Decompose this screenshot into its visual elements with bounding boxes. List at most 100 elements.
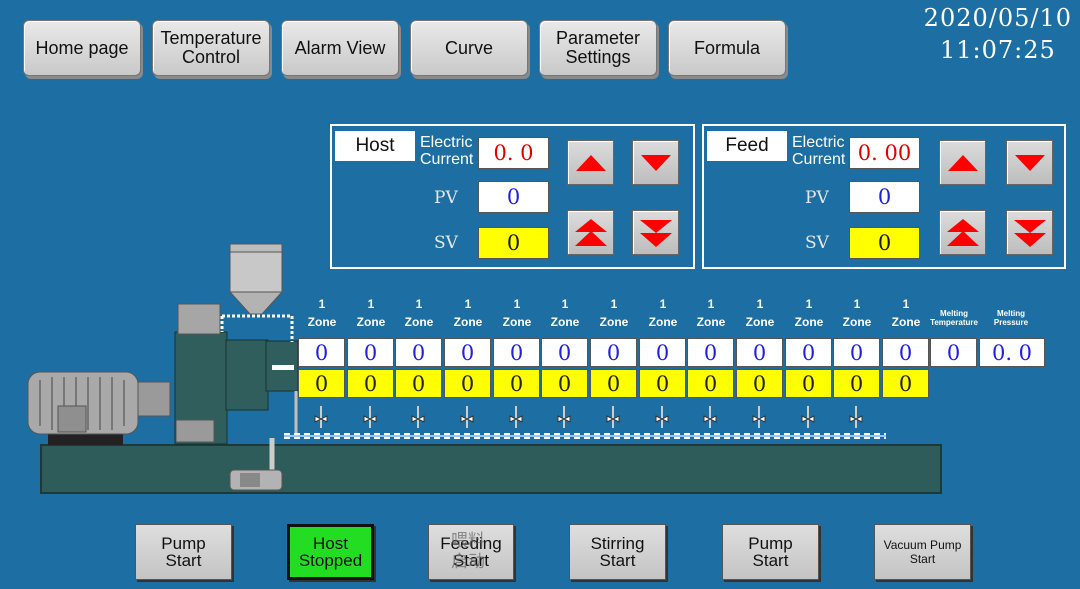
host-panel-tag: Host [335,131,415,161]
arrow-down-icon [1014,154,1045,171]
double-arrow-up-icon [946,218,979,246]
gearbox-icon [174,303,269,445]
zone-sv-value[interactable]: 0 [444,369,491,398]
datetime-display: 2020/05/10 11:07:25 [924,2,1072,66]
feed-sv-value[interactable]: 0 [849,227,920,259]
feed-pv-value: 0 [849,181,920,213]
zone-sv-value[interactable]: 0 [347,369,394,398]
zone-pv-value: 0 [882,338,929,367]
melting-pressure-value: 0. 0 [979,338,1045,367]
nav-formula-button[interactable]: Formula [668,20,786,76]
zone-pv-value: 0 [395,338,442,367]
feeding-start-overlay-label: 喂料 启动 [451,531,485,571]
valve-icon [752,406,766,428]
melting-temperature-label: Melting Temperature [930,309,978,327]
valve-icon [557,406,571,428]
zone-pv-value: 0 [444,338,491,367]
machine-base [40,444,942,494]
zone-sv-value[interactable]: 0 [541,369,588,398]
host-current-label: Electric Current [420,134,474,168]
valve-icon [703,406,717,428]
nav-parameter-settings-button[interactable]: Parameter Settings [539,20,657,76]
date-text: 2020/05/10 [923,4,1072,32]
host-sv-value[interactable]: 0 [478,227,549,259]
feed-sv-label: SV [805,233,829,253]
zone-sv-value[interactable]: 0 [833,369,880,398]
feed-fast-decrease-button[interactable] [1006,210,1053,255]
nav-home-button[interactable]: Home page [23,20,141,76]
feed-increase-button[interactable] [939,140,986,185]
feed-current-label: Electric Current [792,134,846,168]
nav-temperature-control-button[interactable]: Temperature Control [152,20,270,76]
zone-sv-value[interactable]: 0 [298,369,345,398]
double-arrow-down-icon [1013,219,1046,247]
valve-icon [801,406,815,428]
motor-icon [27,371,171,445]
host-fast-decrease-button[interactable] [632,210,679,255]
zone-pv-value: 0 [687,338,734,367]
valve-icon [655,406,669,428]
arrow-up-icon [575,154,606,171]
zone-sv-value[interactable]: 0 [395,369,442,398]
vacuum-pump-start-button[interactable]: Vacuum Pump Start [874,524,971,580]
extruder-machine-illustration [27,243,942,494]
zone-pv-value: 0 [541,338,588,367]
double-arrow-down-icon [639,219,672,247]
feed-decrease-button[interactable] [1006,140,1053,185]
zone-pv-value: 0 [590,338,637,367]
zone-pv-value: 0 [639,338,686,367]
pump2-start-button[interactable]: Pump Start [722,524,819,580]
zone-sv-value[interactable]: 0 [493,369,540,398]
valve-icon [509,406,523,428]
valve-icon [411,406,425,428]
valve-icon [849,406,863,428]
double-arrow-up-icon [574,218,607,246]
stirring-start-button[interactable]: Stirring Start [569,524,666,580]
host-current-value: 0. 0 [478,137,549,169]
host-pv-value: 0 [478,181,549,213]
zone-pv-value: 0 [493,338,540,367]
host-stopped-button[interactable]: Host Stopped [287,524,374,580]
feeding-start-label: Feeding Start [440,534,502,570]
zone-pv-value: 0 [736,338,783,367]
host-panel: Host Electric Current 0. 0 PV 0 SV 0 [330,124,695,269]
valve-icon [460,406,474,428]
zone-sv-value[interactable]: 0 [785,369,832,398]
feeding-start-button[interactable]: Feeding Start 喂料 启动 [428,524,514,580]
host-increase-button[interactable] [567,140,614,185]
feed-fast-increase-button[interactable] [939,210,986,255]
zone-pv-value: 0 [298,338,345,367]
host-decrease-button[interactable] [632,140,679,185]
pump-start-button[interactable]: Pump Start [135,524,232,580]
zone-sv-value[interactable]: 0 [590,369,637,398]
feed-panel-tag: Feed [707,131,787,161]
valve-icon [314,406,328,428]
zone-sv-value[interactable]: 0 [639,369,686,398]
zone-pv-value: 0 [347,338,394,367]
feed-pv-label: PV [805,188,829,208]
host-fast-increase-button[interactable] [567,210,614,255]
nav-curve-button[interactable]: Curve [410,20,528,76]
melting-pressure-label: Melting Pressure [993,309,1029,327]
feed-current-value: 0. 00 [849,137,920,169]
zone-sv-value[interactable]: 0 [736,369,783,398]
hopper-icon [220,243,294,342]
valve-icon [606,406,620,428]
host-sv-label: SV [434,233,458,253]
time-text: 11:07:25 [939,36,1056,64]
zone-sv-value[interactable]: 0 [882,369,929,398]
nav-alarm-view-button[interactable]: Alarm View [281,20,399,76]
zone-sv-value[interactable]: 0 [687,369,734,398]
arrow-up-icon [947,154,978,171]
